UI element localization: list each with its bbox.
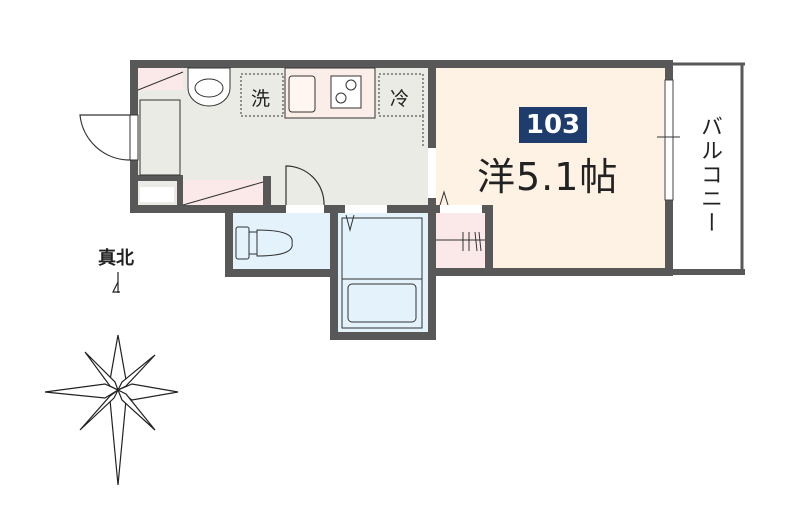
western-room-label: 洋5.1帖 xyxy=(477,155,619,199)
washer-label: 洗 xyxy=(251,88,271,110)
sink xyxy=(288,75,316,113)
toilet xyxy=(235,226,293,260)
washbasin xyxy=(187,67,231,107)
balcony-label: バルコニー xyxy=(697,115,722,235)
stove xyxy=(330,75,362,109)
balcony xyxy=(673,62,745,275)
unit-number-badge: 103 xyxy=(519,107,587,143)
entry-shoe-box xyxy=(138,68,183,90)
bathtub xyxy=(347,283,417,323)
true-north-label: 真北 xyxy=(98,248,134,269)
washer-space xyxy=(240,73,284,117)
entrance-door xyxy=(79,114,131,161)
bathroom-floor xyxy=(338,213,428,333)
fridge-label: 冷 xyxy=(390,88,410,110)
compass-icon xyxy=(44,272,179,486)
fridge-space xyxy=(378,73,424,117)
